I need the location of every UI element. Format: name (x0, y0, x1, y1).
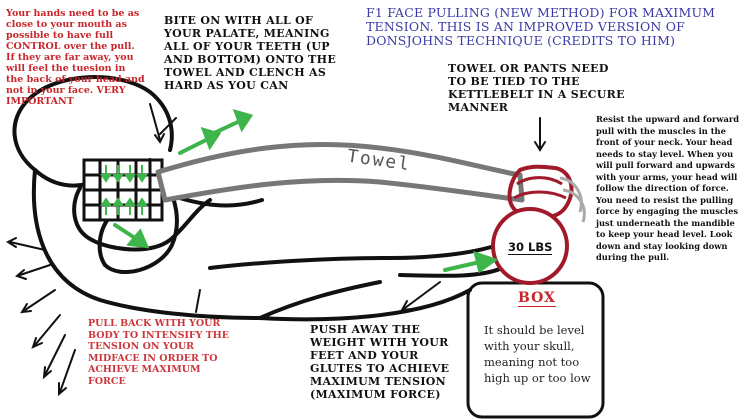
page-title: F1 FACE PULLING (NEW METHOD) FOR MAXIMUM… (366, 5, 716, 48)
green-force-arrows (113, 108, 499, 274)
bite-note: BITE ON WITH ALL OF YOUR PALATE, MEANING… (164, 14, 337, 92)
hands-teeth-block (82, 158, 164, 222)
towel-tied-note: TOWEL OR PANTS NEED TO BE TIED TO THE KE… (448, 62, 625, 114)
kettlebell (491, 164, 586, 285)
push-away-note: PUSH AWAY THE WEIGHT WITH YOUR FEET AND … (310, 323, 450, 401)
hands-note: Your hands need to be as close to your m… (6, 8, 145, 107)
black-pointer-arrows (5, 103, 546, 397)
teeth-pressure-arrows (100, 165, 148, 215)
box-note: It should be level with your skull, mean… (484, 323, 591, 385)
pull-back-note: PULL BACK WITH YOUR BODY TO INTENSIFY TH… (88, 318, 230, 387)
towel-shape (155, 141, 525, 203)
weight-label: 30 LBS (508, 240, 553, 255)
resist-note: Resist the upward and forward pull with … (596, 114, 740, 262)
box-title: BOX (518, 290, 556, 307)
